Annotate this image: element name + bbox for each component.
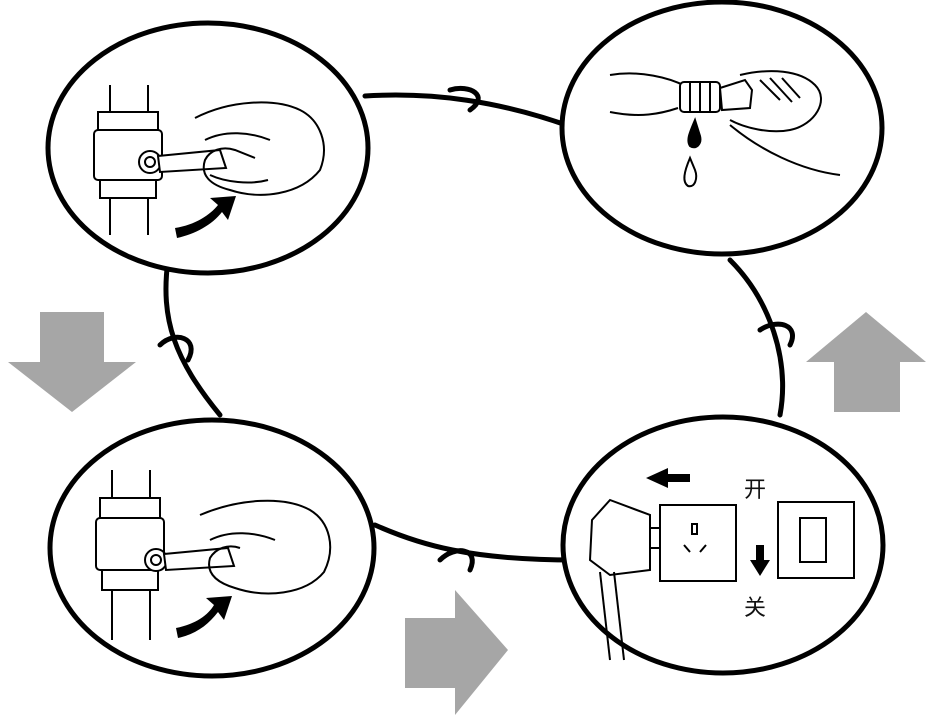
cycle-connector-loop (157, 85, 795, 573)
power-socket-icon (659, 504, 737, 582)
flow-arrow-right (405, 590, 508, 715)
flow-arrow-up (806, 312, 926, 412)
down-arrow-icon (750, 545, 770, 576)
switch-off-label: 关 (744, 596, 767, 621)
wall-switch-icon (777, 501, 855, 579)
flow-arrow-down (8, 312, 136, 412)
power-plug-icon (588, 498, 662, 661)
rotate-arrow-icon (176, 596, 232, 638)
left-arrow-icon (646, 468, 690, 488)
switch-on-label: 开 (744, 478, 767, 503)
valve-turn-icon (93, 85, 325, 235)
step-panel-drain-water (559, 0, 885, 257)
step-panel-open-valve (47, 417, 377, 679)
valve-turn-icon (95, 470, 332, 640)
water-drip-icon (609, 70, 841, 188)
step-panel-unplug-power (560, 414, 886, 676)
rotate-arrow-icon (175, 196, 236, 238)
step-panel-close-valve (45, 20, 371, 276)
